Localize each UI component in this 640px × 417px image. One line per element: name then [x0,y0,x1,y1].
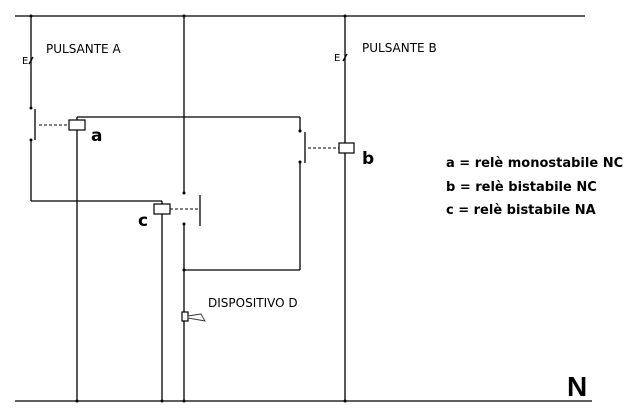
neutral-label: N [567,371,587,402]
device-d-horn-icon [187,313,206,322]
branch-pulsante-b: E b [334,14,374,403]
pulsante-a-label: PULSANTE A [46,42,121,56]
relay-c-coil [153,203,171,215]
relay-c-label: c [138,211,148,231]
legend-item-c: c = relè bistabile NA [446,203,596,218]
legend: a = relè monostabile NC b = relè bistabi… [446,156,623,218]
relay-a: a [68,116,300,403]
relay-b-coil [338,142,355,154]
legend-item-a: a = relè monostabile NC [446,156,623,171]
pushbutton-a-contact [28,56,34,65]
relay-a-label: a [91,126,102,146]
branch-pulsante-a: E [22,14,163,204]
pushbutton-b-contact [342,53,348,62]
pulsante-b-label: PULSANTE B [362,41,437,55]
relay-b-label: b [362,149,374,169]
dispositivo-d: DISPOSITIVO D [181,296,298,322]
legend-item-b: b = relè bistabile NC [446,180,597,195]
device-d-body [181,311,189,322]
relay-c: c [138,203,200,403]
branch-relay-b-contact [298,117,339,270]
dispositivo-d-label: DISPOSITIVO D [208,296,298,310]
pushbutton-b-symbol: E [334,53,340,64]
branch-relay-c-contact [182,14,300,403]
pushbutton-a-symbol: E [22,56,28,67]
relay-a-coil [68,119,86,131]
